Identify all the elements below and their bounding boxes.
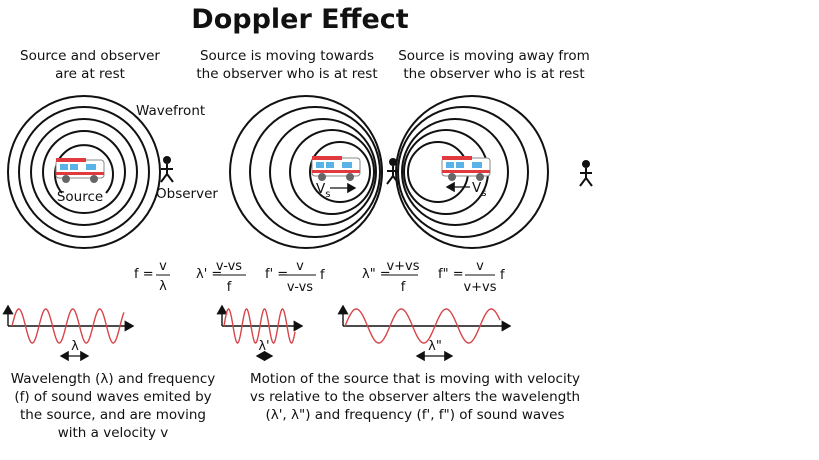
svg-text:v+vs: v+vs (386, 259, 419, 274)
svg-text:Wavelength (λ) and frequency: Wavelength (λ) and frequency (11, 371, 216, 387)
svg-text:f: f (227, 280, 232, 295)
sound-wave (223, 308, 296, 344)
source-label: Source (57, 189, 103, 205)
svg-text:v-vs: v-vs (216, 259, 242, 274)
panel-3-caption-line2: the observer who is at rest (403, 66, 584, 82)
equation-f-double-prime: f" = v v+vs f (438, 259, 505, 295)
observer-icon (160, 155, 174, 183)
bottom-right-caption: Motion of the source that is moving with… (250, 371, 580, 423)
ambulance-source-icon (441, 155, 491, 182)
velocity-label: Vs (472, 180, 486, 199)
svg-text:λ' =: λ' = (196, 267, 222, 282)
svg-text:(λ', λ") and frequency (f', f": (λ', λ") and frequency (f', f") of sound… (265, 407, 564, 423)
page-title: Doppler Effect (191, 4, 409, 35)
svg-text:f: f (500, 268, 505, 283)
ambulance-source-icon (55, 157, 105, 184)
wave-graph-rest: λ (2, 304, 135, 362)
wavefront-label: Wavefront (136, 103, 205, 119)
svg-text:the source, and are moving: the source, and are moving (20, 407, 206, 423)
svg-text:(f) of sound waves emited by: (f) of sound waves emited by (14, 389, 211, 405)
ambulance-source-icon (311, 155, 361, 182)
observer-label: Observer (156, 186, 218, 202)
wavefronts-at-rest (7, 95, 161, 249)
panel-2-caption-line2: the observer who is at rest (196, 66, 377, 82)
svg-text:vs relative to the observer al: vs relative to the observer alters the w… (250, 389, 580, 405)
observer-icon (579, 159, 593, 187)
panel-1-caption-line2: are at rest (55, 66, 125, 82)
svg-text:f' =: f' = (265, 267, 288, 282)
svg-text:v: v (159, 259, 167, 274)
equation-f: f = v λ (134, 259, 170, 294)
velocity-label: Vs (316, 181, 330, 200)
svg-text:f: f (320, 268, 325, 283)
svg-text:v-vs: v-vs (287, 280, 313, 295)
equation-f-prime: f' = v v-vs f (265, 259, 325, 295)
wavefronts-moving-towards (229, 95, 383, 249)
svg-text:λ" =: λ" = (362, 267, 391, 282)
svg-text:v+vs: v+vs (463, 280, 496, 295)
svg-text:v: v (476, 259, 484, 274)
svg-text:Motion of the source that is m: Motion of the source that is moving with… (250, 371, 580, 387)
svg-text:λ: λ (159, 279, 167, 294)
panel-1-caption-line1: Source and observer (20, 48, 160, 64)
wavelength-label: λ" (428, 339, 442, 354)
svg-text:v: v (296, 259, 304, 274)
bottom-left-caption: Wavelength (λ) and frequency (f) of soun… (11, 371, 216, 441)
wavefronts-moving-away (395, 95, 549, 249)
wave-graph-towards: λ' (216, 304, 304, 362)
panel-3-caption-line1: Source is moving away from (398, 48, 590, 64)
panel-2-caption-line1: Source is moving towards (200, 48, 374, 64)
equation-lambda-double-prime: λ" = v+vs f (362, 259, 420, 295)
svg-text:with a velocity v: with a velocity v (58, 425, 169, 441)
svg-text:f =: f = (134, 267, 154, 282)
sound-wave (344, 308, 501, 344)
svg-text:f" =: f" = (438, 267, 464, 282)
wave-graph-away: λ" (337, 304, 512, 362)
sound-wave (11, 308, 125, 344)
svg-text:f: f (401, 280, 406, 295)
wavelength-label: λ (71, 339, 79, 354)
equation-lambda-prime: λ' = v-vs f (196, 259, 246, 295)
wavelength-label: λ' (258, 339, 269, 354)
